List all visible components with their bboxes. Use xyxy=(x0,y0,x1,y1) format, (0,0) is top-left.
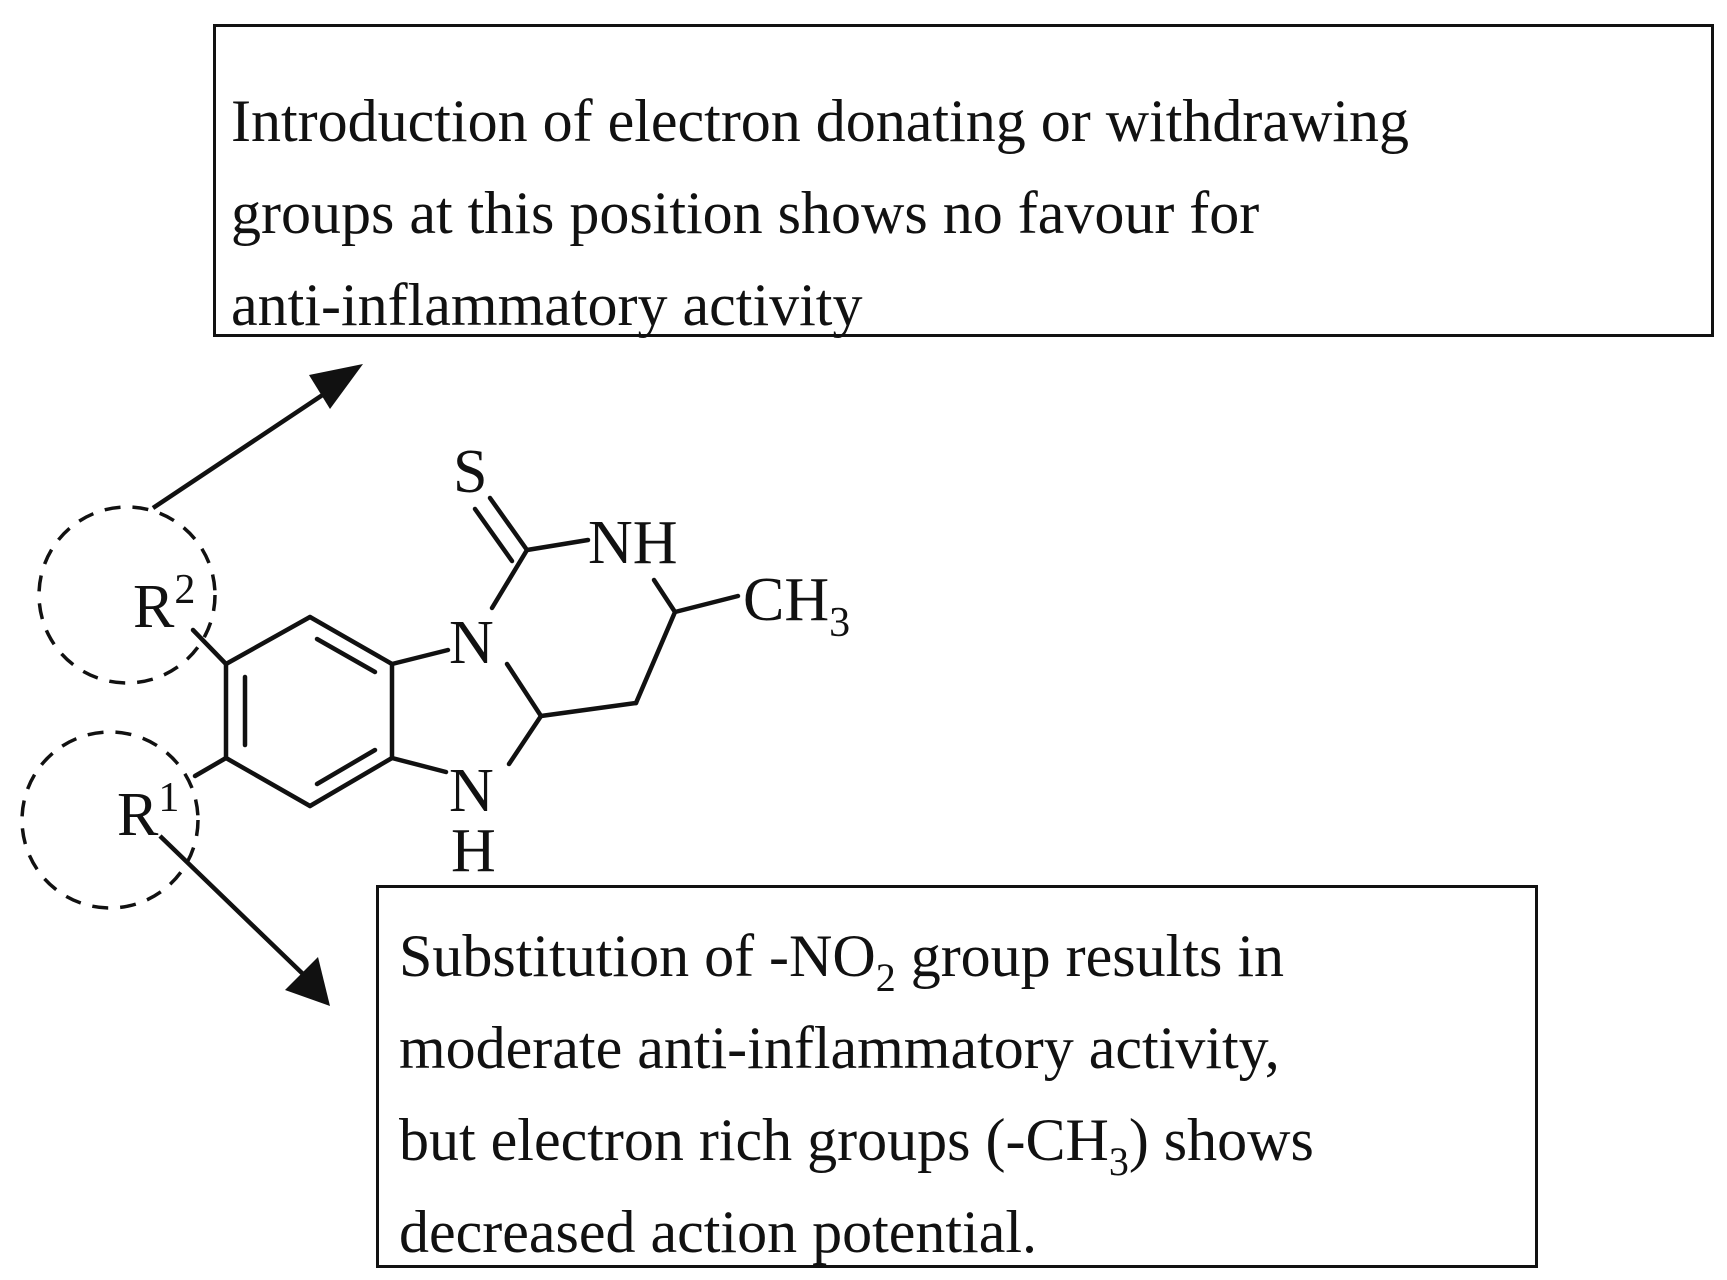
r2-letter: R xyxy=(133,573,175,641)
r1-bond xyxy=(192,755,229,779)
arrow-shaft xyxy=(158,834,307,978)
arrow-to-bottom-note xyxy=(158,834,330,1006)
bottom-line3-text: but electron rich groups (-CH xyxy=(399,1107,1109,1173)
r2-superscript: 2 xyxy=(174,567,195,613)
bottom-annotation-line: Substitution of -NO2 group results in xyxy=(399,910,1535,1002)
h-lower-atom: H xyxy=(451,817,496,885)
top-annotation-line: anti-inflammatory activity xyxy=(231,272,863,338)
top-annotation-line: groups at this position shows no favour … xyxy=(231,180,1260,246)
bottom-line1-text-end: group results in xyxy=(895,923,1285,989)
r1-letter: R xyxy=(117,781,159,849)
bond xyxy=(223,614,313,667)
bottom-annotation-box: Substitution of -NO2 group results in mo… xyxy=(376,885,1538,1268)
ch3-label-sub: 3 xyxy=(829,600,850,646)
imidazole-ring xyxy=(389,647,544,775)
top-annotation-box: Introduction of electron donating or wit… xyxy=(213,24,1714,338)
pyrimidine-ring xyxy=(472,495,741,719)
bond xyxy=(651,577,678,615)
sulfur-atom: S xyxy=(453,438,487,506)
arrow-head xyxy=(309,364,363,409)
arrow-shaft xyxy=(151,388,332,510)
n-lower-atom: N xyxy=(449,757,494,825)
bottom-annotation-line: decreased action potential. xyxy=(399,1199,1038,1265)
r1-highlight-circle xyxy=(20,730,200,910)
bond xyxy=(389,755,449,775)
r2-bond xyxy=(190,627,229,667)
r1-superscript: 1 xyxy=(158,775,179,821)
bond xyxy=(633,609,678,706)
thione-double-bond xyxy=(472,506,515,564)
r2-label: R2 xyxy=(133,567,195,641)
thione-double-bond xyxy=(487,495,530,553)
arrow-head xyxy=(285,957,330,1006)
r1-label: R1 xyxy=(117,775,179,849)
bottom-line3-text-end: ) shows xyxy=(1128,1107,1314,1173)
top-annotation-line: Introduction of electron donating or wit… xyxy=(231,88,1410,154)
bond xyxy=(389,647,451,667)
bond xyxy=(672,593,741,615)
arrow-to-top-note xyxy=(151,364,363,510)
bond xyxy=(504,661,544,719)
bond xyxy=(506,713,544,767)
no2-subscript: 2 xyxy=(875,955,896,1000)
bond xyxy=(307,755,395,809)
ch3-atom: CH3 xyxy=(743,566,850,646)
ch3-subscript: 3 xyxy=(1108,1139,1129,1184)
bond xyxy=(307,614,395,667)
double-bond xyxy=(314,747,378,787)
bottom-annotation-line: but electron rich groups (-CH3) shows xyxy=(399,1094,1535,1186)
double-bond xyxy=(314,636,378,675)
r2-highlight-circle xyxy=(37,505,217,685)
bottom-line1-text: Substitution of -NO xyxy=(399,923,876,989)
bottom-annotation-line: moderate anti-inflammatory activity, xyxy=(399,1015,1280,1081)
bond xyxy=(489,547,530,611)
benzene-ring xyxy=(223,614,395,809)
nh-top-atom: NH xyxy=(588,509,678,577)
ch3-label: CH xyxy=(743,566,829,634)
n-ring-atom: N xyxy=(449,609,494,677)
bond xyxy=(223,755,313,809)
bond xyxy=(524,537,591,553)
bond xyxy=(538,700,639,719)
